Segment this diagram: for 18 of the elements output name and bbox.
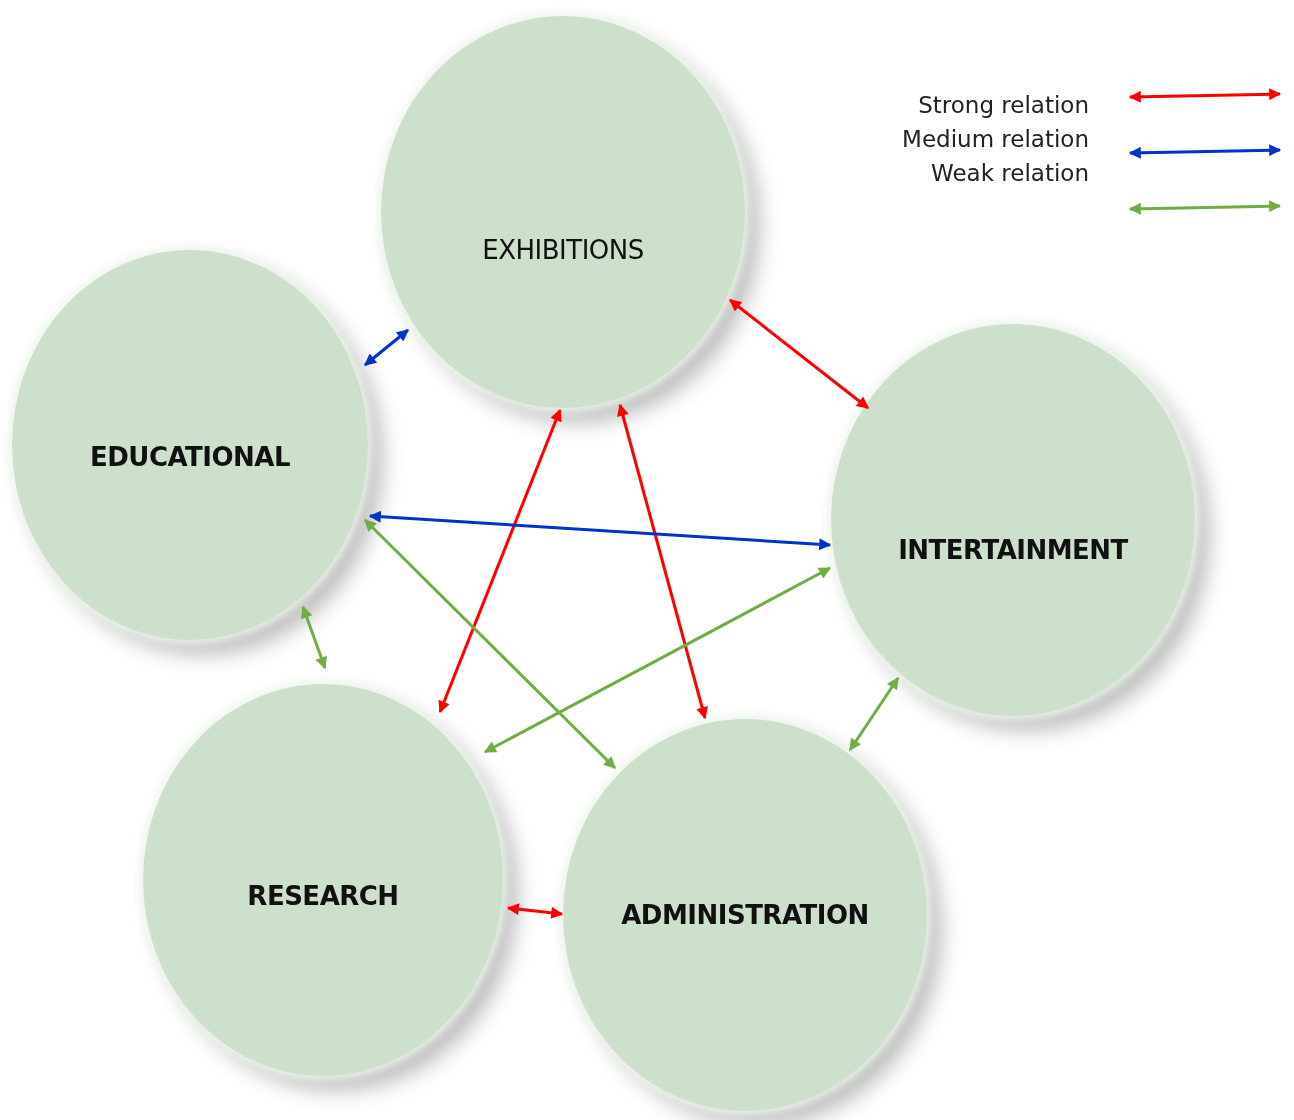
- double-arrow: [301, 605, 327, 670]
- node-label: EXHIBITIONS: [482, 235, 644, 265]
- legend-label: Weak relation: [931, 160, 1089, 186]
- node-label: INTERTAINMENT: [898, 535, 1128, 565]
- double-arrow: [483, 566, 832, 754]
- node-label: ADMINISTRATION: [621, 900, 869, 930]
- legend-label: Strong relation: [918, 92, 1089, 118]
- double-arrow: [363, 518, 617, 770]
- node-label: EDUCATIONAL: [89, 442, 291, 472]
- double-arrow: [848, 677, 900, 751]
- double-arrow: [368, 510, 832, 551]
- double-arrow: [364, 328, 409, 367]
- double-arrow: [729, 298, 869, 410]
- double-arrow: [617, 403, 708, 720]
- legend-label: Medium relation: [902, 126, 1089, 152]
- node-label: RESEARCH: [247, 881, 399, 911]
- double-arrow: [438, 408, 562, 714]
- double-arrow: [506, 903, 564, 919]
